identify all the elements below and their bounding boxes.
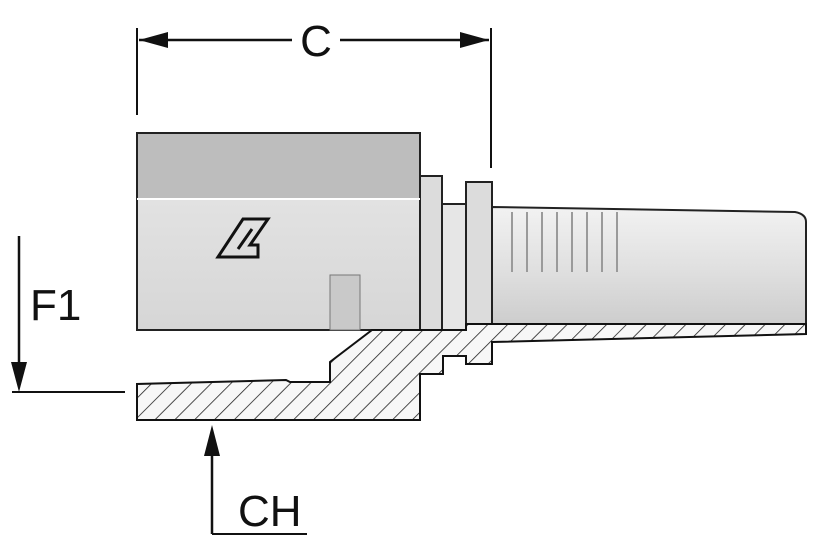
dimension-c-arrow-right-icon (460, 32, 489, 48)
fitting-collar-ring-2 (465, 181, 493, 331)
tail-barbs (511, 212, 618, 272)
fitting-collar-neck (441, 203, 467, 331)
fitting-hex-nut-top-face (136, 132, 421, 200)
manufacturer-logo-icon (215, 217, 271, 259)
dimension-c: C (136, 17, 492, 168)
fitting-body (136, 132, 807, 421)
dimension-c-arrow-left-icon (139, 32, 168, 48)
dimension-c-label: C (300, 17, 332, 66)
dimension-ch-arrow-up-icon (204, 425, 220, 456)
dimension-ch: CH (204, 425, 307, 536)
dimension-f1-arrow-down-icon (11, 362, 27, 392)
fitting-collar-ring-1 (419, 175, 443, 331)
dimension-f1: F1 (11, 236, 125, 393)
dimension-ch-label: CH (238, 487, 302, 536)
fitting-inner-bore (329, 274, 361, 331)
fitting-cross-section (136, 323, 807, 421)
dimension-f1-label: F1 (30, 281, 81, 330)
fitting-tail (491, 205, 807, 331)
